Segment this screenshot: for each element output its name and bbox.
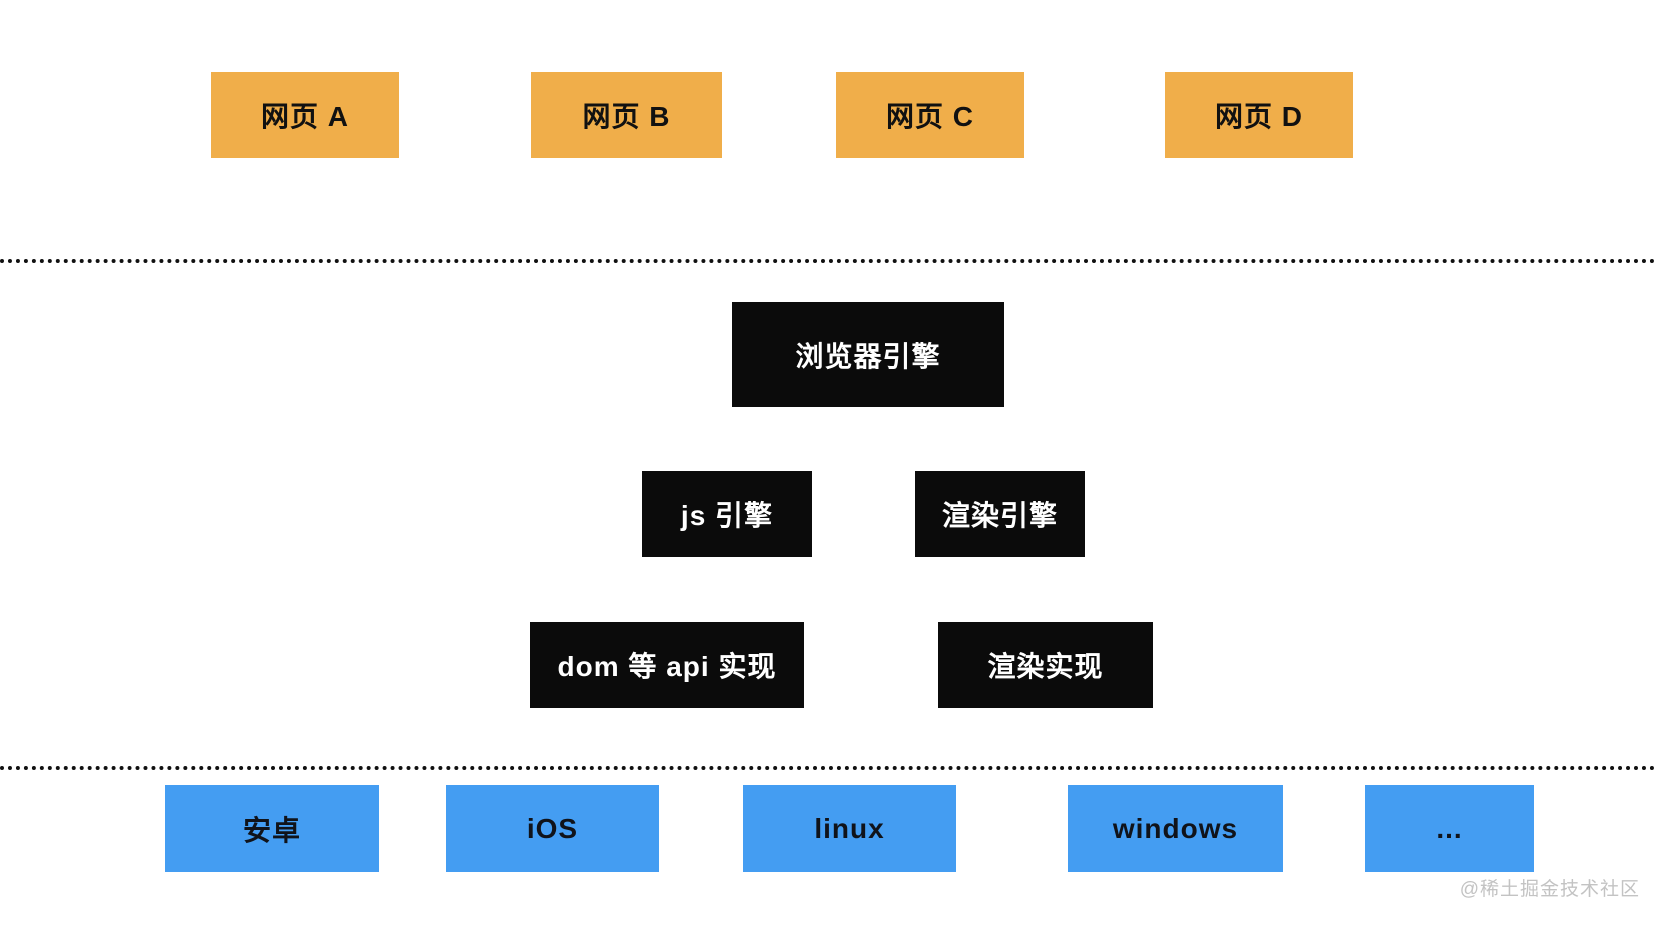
webpage-c-box: 网页 C [836,72,1024,158]
render-engine-box: 渲染引擎 [915,471,1085,557]
js-engine-box: js 引擎 [642,471,812,557]
browser-engine-box: 浏览器引擎 [732,302,1004,407]
webpage-b-box: 网页 B [531,72,722,158]
os-windows-box: windows [1068,785,1283,872]
webpage-d-box: 网页 D [1165,72,1353,158]
os-android-box: 安卓 [165,785,379,872]
dotted-divider-top [0,259,1656,263]
dotted-divider-bottom [0,766,1656,770]
os-linux-box: linux [743,785,956,872]
watermark-text: @稀土掘金技术社区 [1459,879,1640,900]
os-more-box: ... [1365,785,1534,872]
webpage-a-box: 网页 A [211,72,399,158]
os-ios-box: iOS [446,785,659,872]
dom-api-implementation-box: dom 等 api 实现 [530,622,804,708]
render-implementation-box: 渲染实现 [938,622,1153,708]
